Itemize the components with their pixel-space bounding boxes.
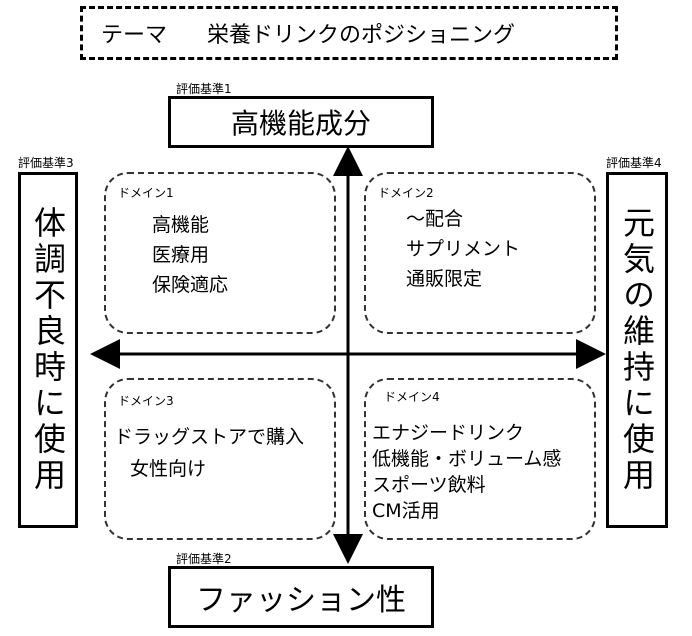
domain-2-line: 〜配合 bbox=[406, 208, 464, 230]
domain-4-box: ドメイン4 エナジードリンク 低機能・ボリューム感 スポーツ飲料 CM活用 bbox=[364, 378, 596, 540]
domain-2-line: サプリメント bbox=[406, 238, 521, 260]
domain-3-line: 女性向け bbox=[130, 458, 207, 480]
theme-label: テーマ bbox=[101, 23, 168, 48]
domain-3-label: ドメイン3 bbox=[118, 394, 174, 408]
theme-title: 栄養ドリンクのポジショニング bbox=[207, 23, 516, 48]
domain-2-box: ドメイン2 〜配合 サプリメント 通販限定 bbox=[364, 172, 596, 334]
theme-box: テーマ 栄養ドリンクのポジショニング bbox=[80, 6, 618, 60]
domain-1-box: ドメイン1 高機能 医療用 保険適応 bbox=[104, 172, 336, 334]
domain-4-label: ドメイン4 bbox=[384, 390, 440, 404]
criterion-1-box: 高機能成分 bbox=[168, 96, 434, 148]
domain-4-line: 低機能・ボリューム感 bbox=[372, 448, 562, 470]
criterion-4-text: 元気の維持に使用 bbox=[618, 206, 656, 494]
criterion-4-box: 元気の維持に使用 bbox=[606, 172, 668, 528]
criterion-3-box: 体調不良時に使用 bbox=[18, 172, 78, 528]
criterion-3-tag: 評価基準3 bbox=[18, 156, 74, 170]
domain-4-line: スポーツ飲料 bbox=[372, 474, 486, 496]
criterion-1-tag: 評価基準1 bbox=[176, 82, 232, 96]
domain-4-line: CM活用 bbox=[372, 500, 440, 522]
criterion-2-text: ファッション性 bbox=[196, 583, 406, 618]
domain-4-line: エナジードリンク bbox=[372, 422, 525, 444]
domain-1-line: 医療用 bbox=[152, 244, 210, 266]
criterion-3-text: 体調不良時に使用 bbox=[29, 206, 67, 494]
domain-2-label: ドメイン2 bbox=[378, 186, 434, 200]
domain-1-line: 高機能 bbox=[152, 214, 210, 236]
criterion-2-tag: 評価基準2 bbox=[176, 552, 232, 566]
criterion-2-box: ファッション性 bbox=[168, 566, 434, 628]
domain-3-line: ドラッグストアで購入 bbox=[114, 426, 305, 448]
domain-2-line: 通販限定 bbox=[406, 268, 483, 290]
criterion-1-text: 高機能成分 bbox=[230, 107, 371, 140]
domain-3-box: ドメイン3 ドラッグストアで購入 女性向け bbox=[104, 378, 336, 540]
domain-1-line: 保険適応 bbox=[152, 274, 229, 296]
criterion-4-tag: 評価基準4 bbox=[606, 156, 662, 170]
domain-1-label: ドメイン1 bbox=[118, 186, 174, 200]
